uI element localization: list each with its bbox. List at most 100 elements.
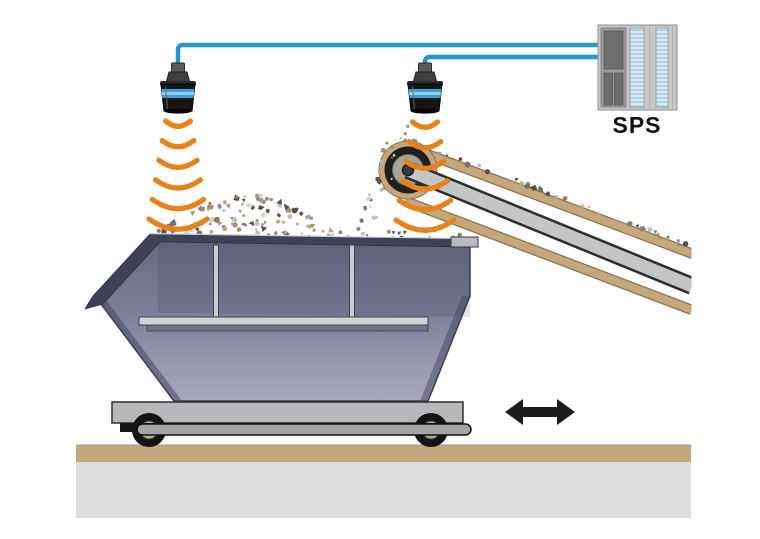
plc-unit: SPS <box>597 24 678 138</box>
debris-rock <box>241 222 245 226</box>
debris-rock <box>554 195 559 201</box>
debris-rock <box>190 210 196 216</box>
debris-rock <box>639 225 647 232</box>
debris-rock <box>248 221 255 227</box>
debris-rock <box>368 205 372 209</box>
debris-rock <box>657 234 663 241</box>
material-on-belt <box>403 138 689 247</box>
debris-rock <box>276 198 282 205</box>
debris-rock <box>241 198 246 203</box>
sound-wave-arc <box>153 177 203 191</box>
debris-rock <box>208 216 214 223</box>
sensor-1-sound-waves <box>146 118 210 232</box>
debris-rock <box>310 224 316 229</box>
debris-rock <box>375 176 380 182</box>
debris-rock <box>484 169 491 175</box>
sound-wave-arc <box>406 139 444 151</box>
container-left-edge-shade <box>98 300 182 401</box>
debris-rock <box>188 227 195 233</box>
debris-rock <box>377 170 381 174</box>
sound-wave-arc <box>396 197 454 213</box>
debris-rock <box>276 212 281 218</box>
container-upper-shade <box>158 243 470 317</box>
debris-rock <box>238 209 242 213</box>
debris-rock <box>392 153 396 158</box>
debris-rock <box>379 159 383 165</box>
debris-rock <box>647 226 653 233</box>
debris-rock <box>258 193 263 199</box>
sound-wave-arc <box>146 216 210 232</box>
debris-rock <box>260 212 266 219</box>
debris-rock <box>562 196 567 200</box>
debris-rock <box>206 203 214 210</box>
debris-rock <box>338 230 343 235</box>
belt-top-run <box>401 141 695 258</box>
debris-rock <box>209 229 214 234</box>
debris-rock <box>399 136 402 140</box>
debris-rock <box>394 138 397 142</box>
ground-soil-strip <box>76 445 691 462</box>
debris-rock <box>260 225 268 232</box>
debris-rock <box>260 222 264 226</box>
ground <box>76 444 691 518</box>
container-side-rail <box>138 316 429 326</box>
debris-rock <box>597 211 600 215</box>
debris-rock <box>242 195 248 201</box>
debris-rock <box>397 232 400 236</box>
sound-wave-arc <box>162 118 194 129</box>
debris-rock <box>312 228 316 233</box>
sensor-bottom-face <box>411 108 439 114</box>
debris-rock <box>366 196 371 202</box>
plc-label: SPS <box>612 112 661 138</box>
debris-rock <box>254 227 258 231</box>
debris-rock <box>406 124 410 129</box>
conveyor-crop-mask <box>691 228 760 323</box>
trolley <box>111 401 472 447</box>
debris-rock <box>274 230 278 236</box>
debris-rock <box>464 161 471 168</box>
container-stiffener-left <box>213 244 219 320</box>
debris-rock <box>519 181 524 186</box>
debris-rock <box>371 215 376 221</box>
container-stiffener-right <box>349 244 355 320</box>
debris-rock <box>287 214 293 220</box>
conveyor-frame-beam <box>405 163 695 293</box>
container-side-rail-shadow <box>146 324 429 332</box>
plc-io-module-1 <box>629 27 645 108</box>
debris-rock <box>380 147 386 153</box>
debris-rock <box>580 203 585 209</box>
sensor-2-cable <box>422 54 598 74</box>
sensor-side-highlight <box>164 85 169 110</box>
debris-rock <box>656 233 660 237</box>
ultrasonic-sensor-2 <box>407 62 443 114</box>
debris-rock <box>195 227 199 231</box>
debris-rock <box>653 229 658 235</box>
sensor-2-sound-waves <box>393 119 457 233</box>
debris-rock <box>263 219 267 224</box>
debris-rock <box>246 202 251 208</box>
sound-wave-arc <box>393 217 457 233</box>
debris-rock <box>304 214 311 220</box>
plc-cpu-slot-left <box>603 72 613 106</box>
debris-rock <box>169 219 177 227</box>
debris-rock <box>682 241 689 247</box>
plc-io-module-2 <box>655 27 669 108</box>
debris-rock <box>296 222 299 226</box>
debris-rock <box>627 221 633 227</box>
debris-rock <box>386 229 391 234</box>
container-rim-right-cap <box>450 236 479 248</box>
debris-rock <box>379 187 384 192</box>
debris-rock <box>213 216 220 223</box>
debris-rock <box>544 191 551 197</box>
debris-rock <box>255 193 259 198</box>
sensor-1-cable <box>175 42 598 72</box>
debris-rock <box>281 220 287 225</box>
skip-container <box>84 233 479 402</box>
debris-rock <box>225 203 231 209</box>
debris-rock <box>197 206 203 211</box>
debris-rock <box>300 232 304 236</box>
debris-rock <box>240 202 245 206</box>
movement-direction-arrow <box>505 399 575 425</box>
debris-rock <box>283 231 288 235</box>
